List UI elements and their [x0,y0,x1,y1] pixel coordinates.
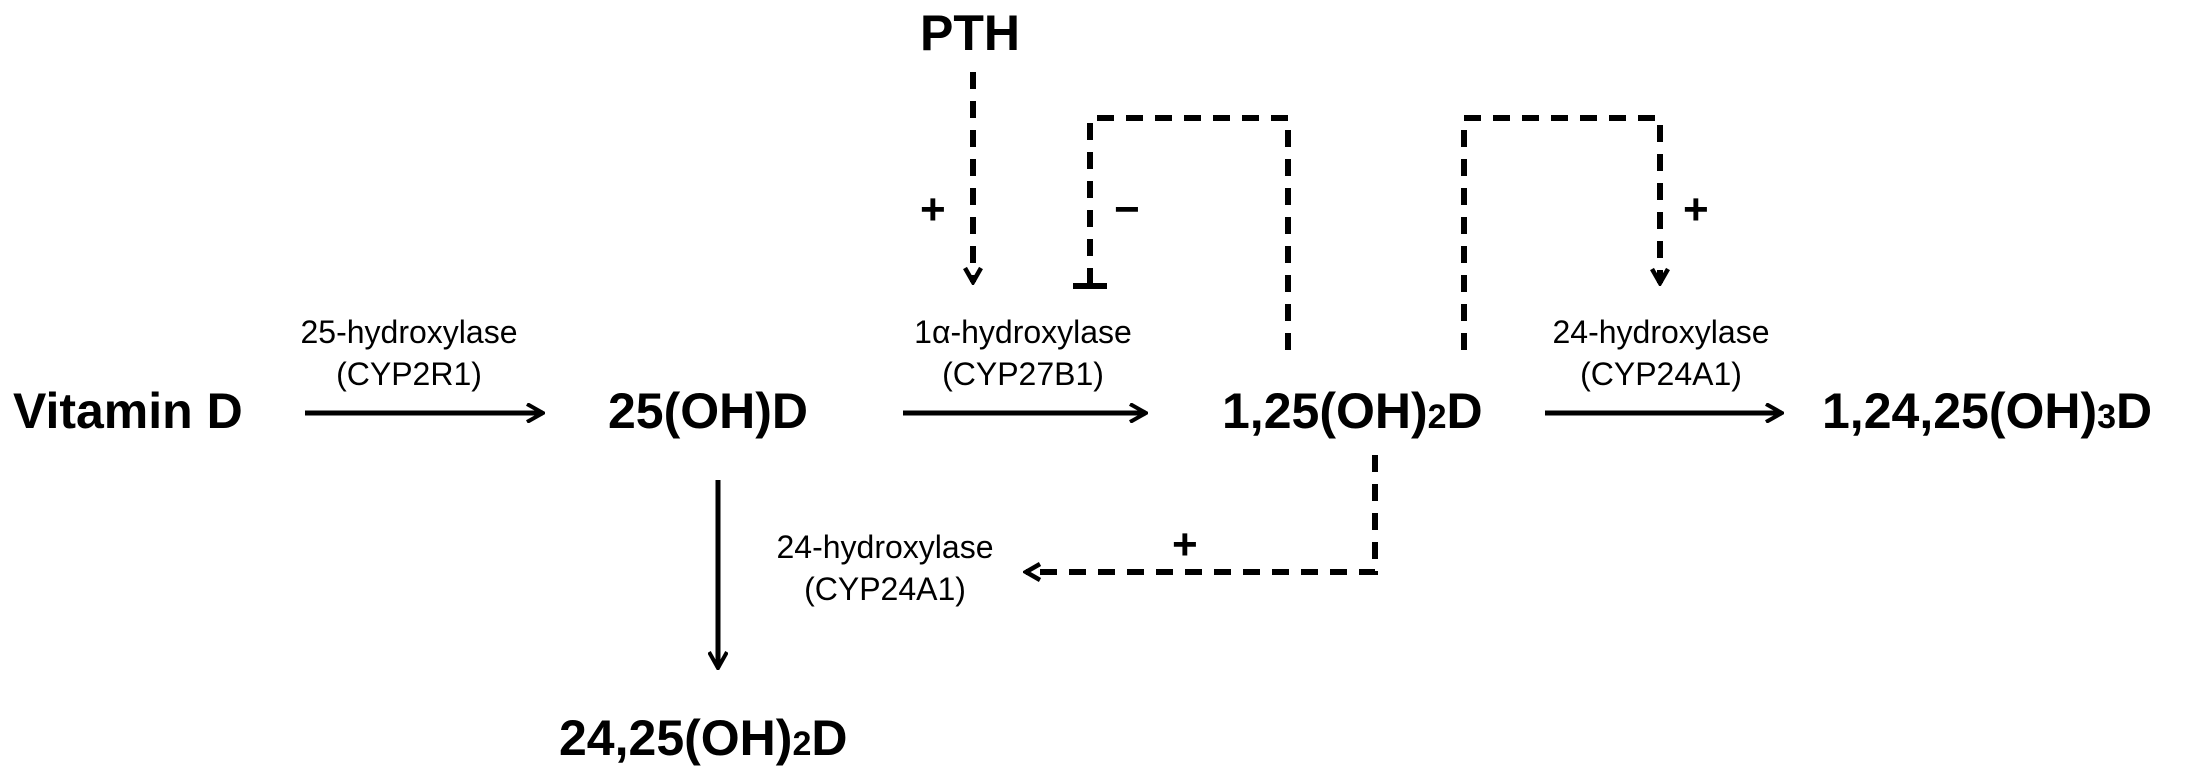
enzyme-name-cyp24a1-lower: 24-hydroxylase [776,529,994,565]
compound-24-25-oh2-d-prefix: 24,25(OH) [559,710,793,766]
compound-1-25-oh2-d: 1,25(OH)2D [1222,386,1483,436]
compound-1-24-25-oh3-d-prefix: 1,24,25(OH) [1822,383,2098,439]
compound-25-oh-d: 25(OH)D [608,383,809,439]
sign-pth-plus: + [920,185,946,234]
compound-24-25-oh2-d-subscript: 2 [792,725,812,763]
regulator-pth: PTH [920,5,1020,61]
compound-1-25-oh2-d-subscript: 2 [1427,398,1447,436]
enzyme-gene-cyp27b1: (CYP27B1) [942,355,1104,392]
enzyme-gene-cyp2r1: (CYP2R1) [336,355,482,392]
enzyme-name-cyp24a1-right: 24-hydroxylase [1552,314,1770,350]
compound-1-24-25-oh3-d-subscript: 3 [2097,398,2117,436]
compound-1-24-25-oh3-d: 1,24,25(OH)3D [1822,386,2152,436]
enzyme-label-cyp2r1: 25-hydroxylase (CYP2R1) [289,312,529,395]
enzyme-name-cyp27b1: 1α-hydroxylase [914,314,1132,350]
compound-1-25-oh2-d-suffix: D [1446,383,1483,439]
enzyme-label-cyp24a1-right: 24-hydroxylase (CYP24A1) [1521,312,1801,395]
calcitriol-to-cyp24a1-lower-line [1026,455,1378,572]
calcitriol-to-cyp24a1-right-line [1461,115,1660,350]
compound-24-25-oh2-d-suffix: D [811,710,848,766]
enzyme-gene-cyp24a1-right: (CYP24A1) [1580,355,1742,392]
compound-vitamin-d: Vitamin D [13,383,243,439]
sign-lower-plus: + [1172,520,1198,569]
enzyme-label-cyp27b1: 1α-hydroxylase (CYP27B1) [883,312,1163,395]
sign-feedback-minus: − [1114,185,1140,234]
compound-1-24-25-oh3-d-suffix: D [2116,383,2153,439]
compound-1-25-oh2-d-prefix: 1,25(OH) [1222,383,1428,439]
enzyme-gene-cyp24a1-lower: (CYP24A1) [804,570,966,607]
compound-24-25-oh2-d: 24,25(OH)2D [559,713,847,763]
enzyme-name-cyp2r1: 25-hydroxylase [300,314,518,350]
calcitriol-negative-feedback-line [1087,115,1291,350]
sign-right-plus: + [1683,185,1709,234]
enzyme-label-cyp24a1-lower: 24-hydroxylase (CYP24A1) [745,527,1025,610]
